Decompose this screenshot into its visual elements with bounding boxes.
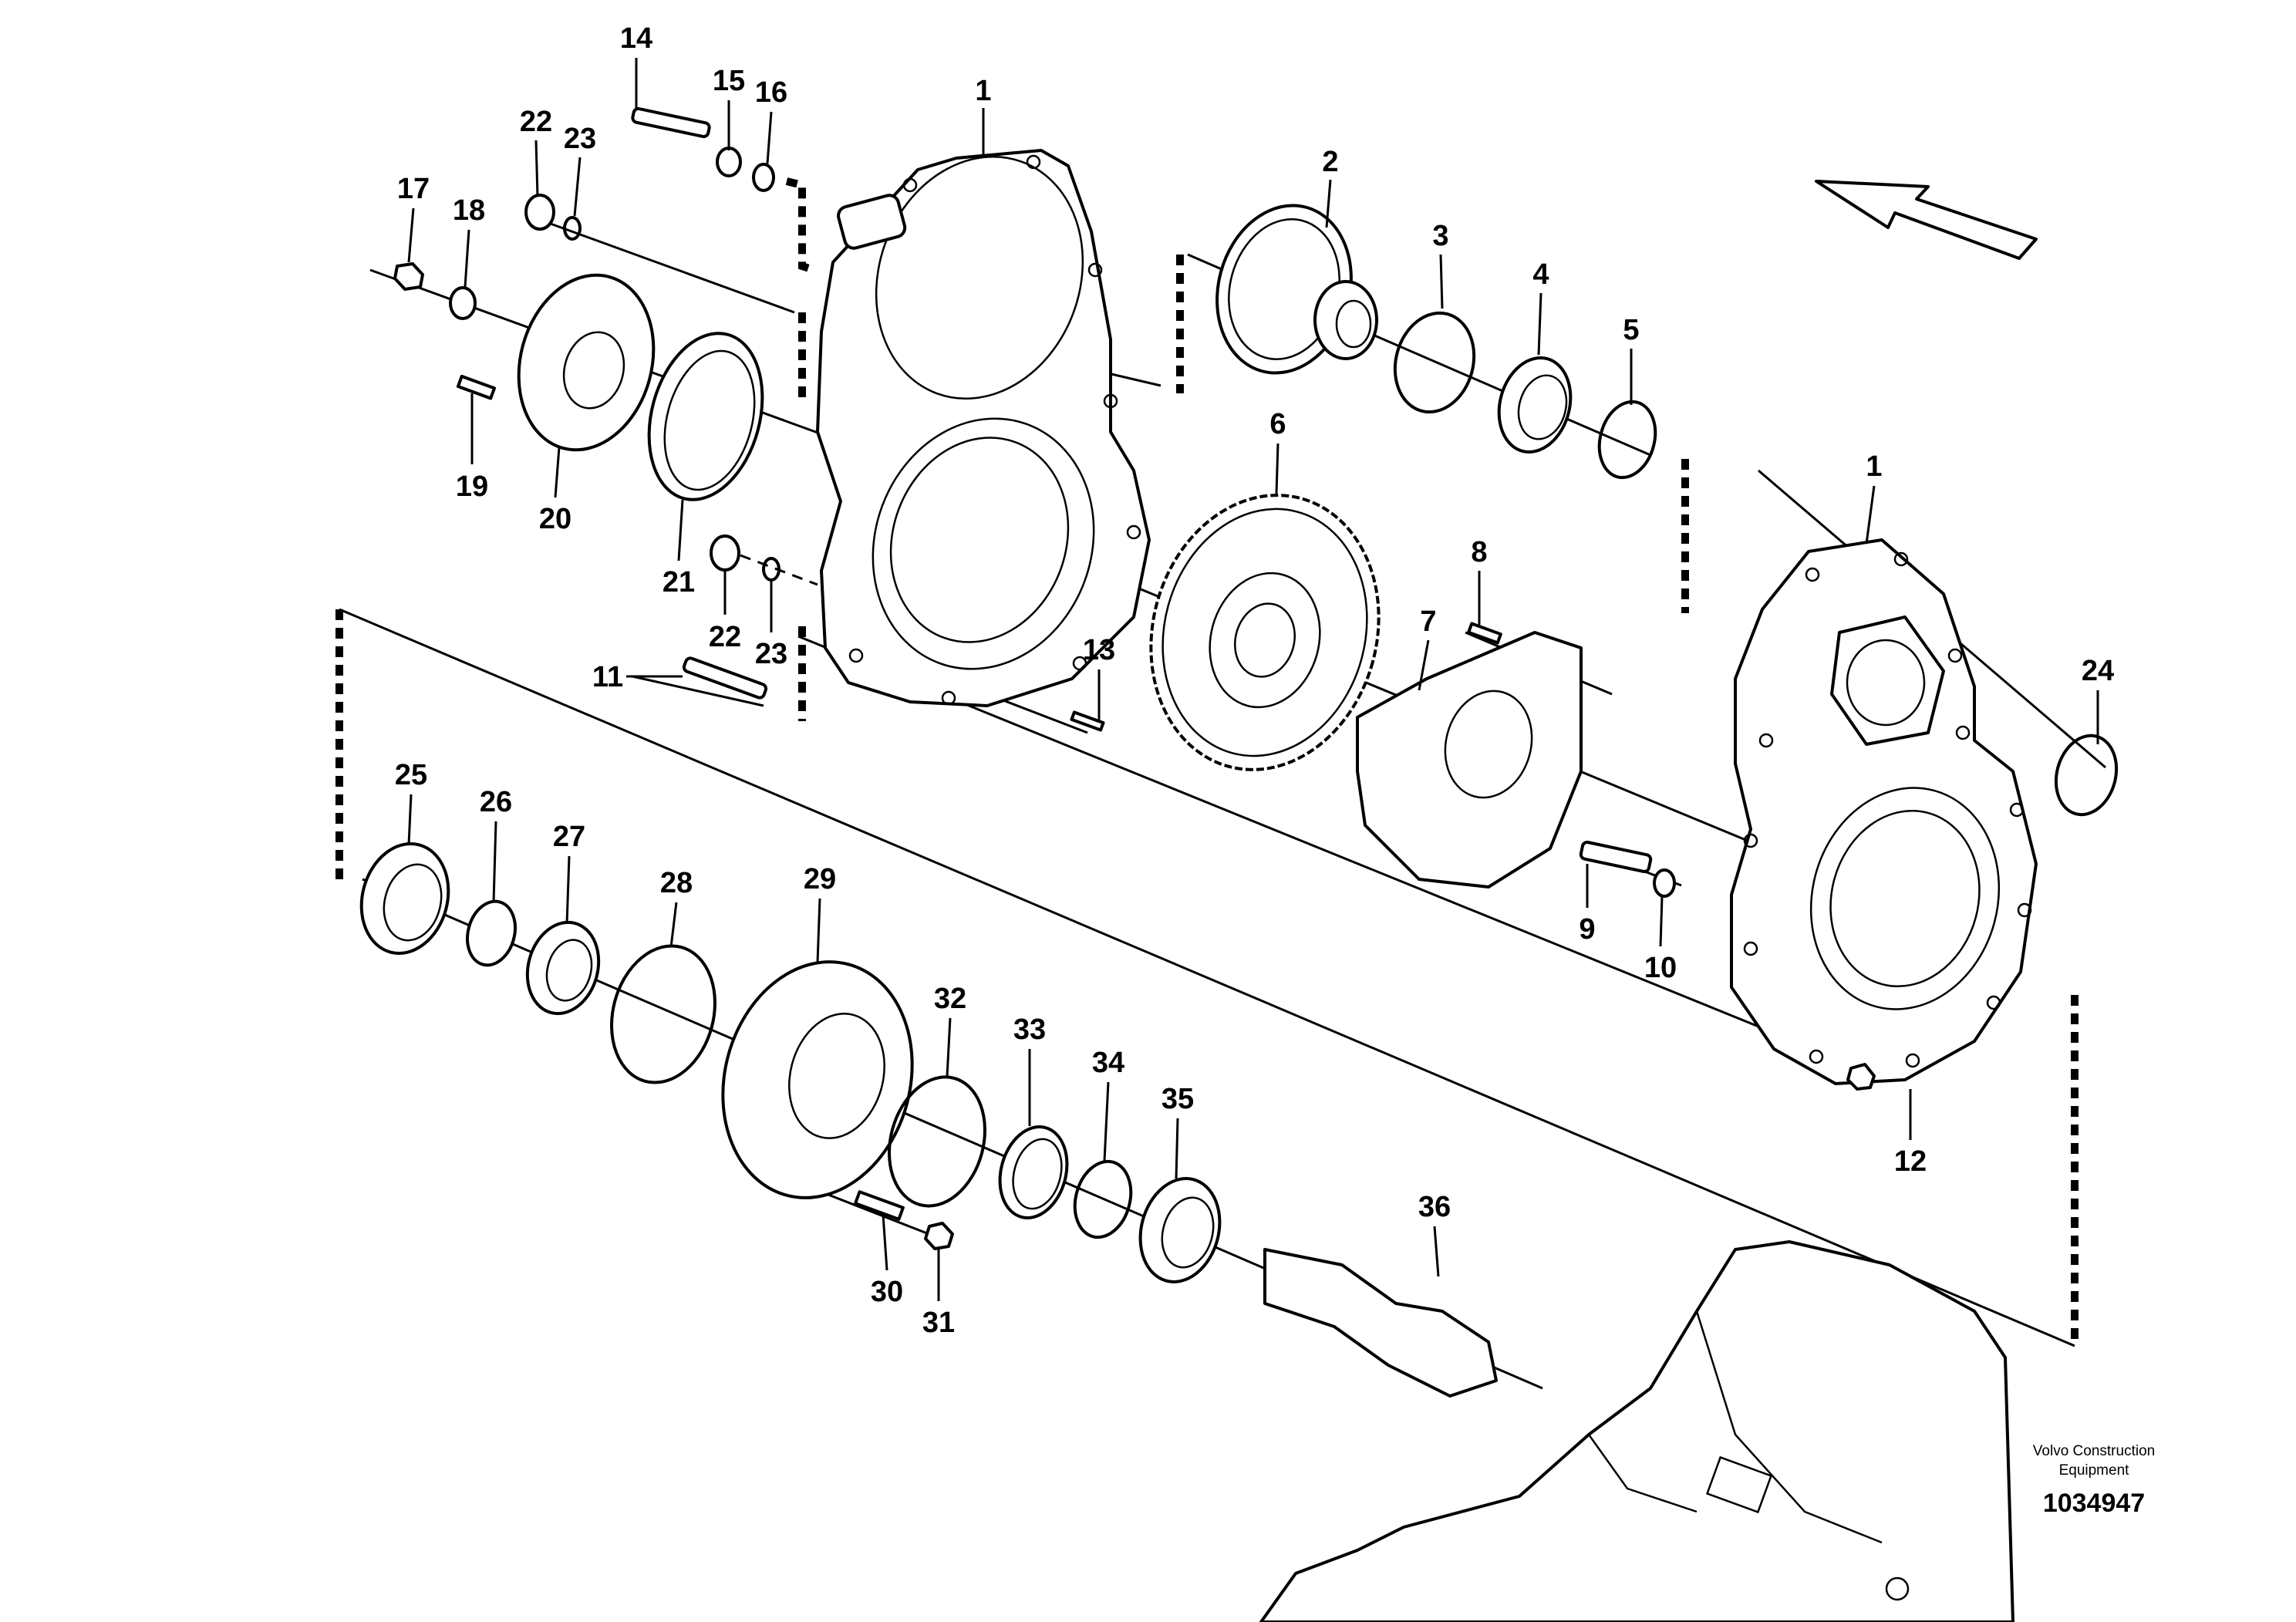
circlip-5 [1597, 400, 1657, 480]
part-labels: 14 15 16 1 22 23 17 18 2 3 4 5 6 1 19 20… [395, 22, 2114, 1339]
dashed-reference-lines [335, 177, 2079, 1346]
label-20: 20 [539, 503, 571, 535]
brand-line-1: Volvo Construction [2033, 1443, 2155, 1459]
flange-29 [721, 960, 914, 1199]
label-27: 27 [553, 821, 585, 853]
drawing-code: 1034947 [2043, 1489, 2145, 1518]
nut-12 [1846, 1063, 1876, 1091]
label-leaders [407, 58, 2099, 1301]
label-18: 18 [453, 194, 485, 227]
o-ring-32 [888, 1075, 986, 1208]
label-2: 2 [1322, 146, 1338, 178]
bolt-9 [1579, 841, 1653, 873]
pin-13 [1070, 710, 1105, 732]
brand-line-2: Equipment [2059, 1462, 2130, 1479]
seal-21 [647, 332, 764, 501]
pinion-shaft-36 [1263, 1248, 1498, 1398]
housing-right [1730, 538, 2038, 1085]
label-9: 9 [1579, 913, 1595, 946]
direction-arrow-icon [1815, 180, 2038, 260]
nut-31 [924, 1222, 954, 1250]
ring-34 [1073, 1159, 1133, 1239]
label-4: 4 [1532, 258, 1549, 291]
flange-plate-20 [517, 273, 656, 452]
label-13: 13 [1083, 634, 1115, 666]
label-29: 29 [804, 863, 836, 895]
washer-10 [1653, 868, 1676, 898]
axle-housing [1259, 1240, 2014, 1622]
gear-small-2 [1215, 204, 1378, 375]
label-6: 6 [1269, 408, 1286, 440]
label-25: 25 [395, 759, 427, 791]
label-14: 14 [620, 22, 652, 55]
label-11: 11 [592, 661, 623, 693]
washer-15 [716, 147, 742, 177]
label-26: 26 [480, 786, 512, 818]
screw-8 [1467, 622, 1502, 645]
label-15: 15 [713, 65, 745, 97]
washer-16 [752, 163, 775, 192]
label-5: 5 [1623, 314, 1639, 346]
brand-block: Volvo Construction Equipment 1034947 [2033, 1443, 2155, 1518]
label-1-right: 1 [1866, 450, 1882, 483]
label-1-upper: 1 [975, 75, 991, 107]
bolt-11 [682, 656, 768, 700]
o-ring-23 [563, 216, 582, 241]
label-21: 21 [663, 566, 695, 599]
seal-33 [998, 1125, 1069, 1219]
stud-19 [456, 374, 497, 400]
label-28: 28 [660, 867, 693, 899]
plug-22 [524, 194, 555, 231]
ring-24 [2054, 733, 2119, 817]
label-22-upper: 22 [520, 106, 552, 138]
label-8: 8 [1471, 536, 1487, 568]
label-33: 33 [1013, 1013, 1046, 1046]
label-35: 35 [1161, 1083, 1194, 1115]
cover-7 [1356, 631, 1583, 889]
label-22-lower: 22 [709, 621, 741, 653]
snap-ring-3 [1393, 311, 1476, 414]
label-16: 16 [755, 76, 787, 109]
washer-18 [449, 286, 477, 320]
housing-upper-left [816, 149, 1151, 707]
plug-22-lower [710, 534, 740, 572]
stud-30 [854, 1190, 905, 1221]
bearing-25 [359, 842, 450, 955]
bearing-27 [525, 920, 601, 1016]
label-23-lower: 23 [755, 638, 787, 670]
label-31: 31 [922, 1307, 955, 1339]
label-19: 19 [456, 470, 488, 503]
label-23-upper: 23 [564, 123, 596, 155]
bearing-35 [1138, 1177, 1222, 1283]
nut-17 [393, 262, 424, 291]
label-32: 32 [934, 983, 966, 1015]
label-36: 36 [1418, 1191, 1451, 1223]
label-3: 3 [1432, 220, 1448, 252]
label-24: 24 [2082, 655, 2114, 687]
bearing-4 [1497, 356, 1573, 454]
label-34: 34 [1092, 1047, 1124, 1079]
label-12: 12 [1894, 1145, 1927, 1178]
label-30: 30 [871, 1276, 903, 1308]
label-10: 10 [1644, 952, 1677, 984]
o-ring-28 [610, 944, 716, 1084]
gear-large-6 [1149, 494, 1381, 771]
spacer-26 [466, 899, 517, 967]
bolt-14 [631, 106, 711, 139]
label-7: 7 [1420, 605, 1436, 638]
label-17: 17 [397, 173, 430, 205]
